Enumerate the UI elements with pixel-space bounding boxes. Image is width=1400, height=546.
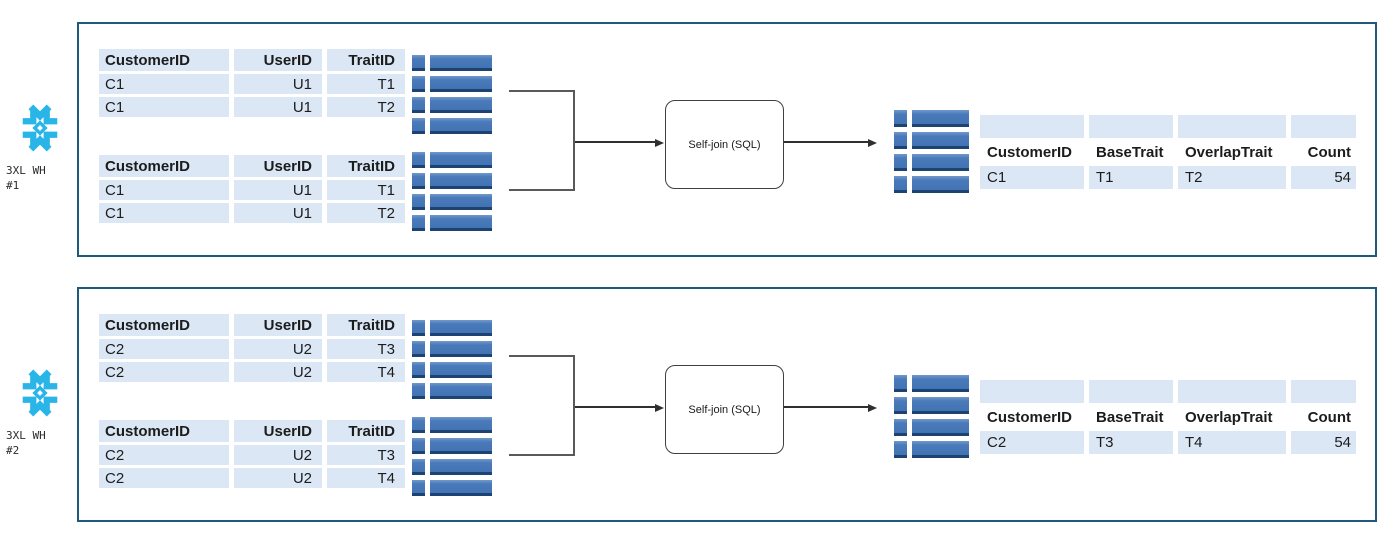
table-cell: C2 [980, 431, 1084, 454]
self-join-step: Self-join (SQL) [665, 100, 784, 189]
table-cell: C1 [99, 180, 229, 200]
right-arrow [575, 139, 664, 147]
table-rows-icon [894, 110, 969, 198]
table-rows-icon [412, 417, 492, 501]
column-header: TraitID [327, 155, 405, 177]
column-header: Count [1307, 408, 1351, 426]
column-header: UserID [234, 49, 322, 71]
warehouse-panel-1: CustomerID UserID TraitID C1 U1 T1 C1 U1… [77, 22, 1377, 257]
table-cell: C2 [99, 468, 229, 488]
warehouse-label-line2: #1 [6, 179, 20, 192]
column-header: Count [1307, 143, 1351, 161]
warehouse-label: 3XL WH #1 [6, 163, 76, 193]
table-cell: T4 [327, 468, 405, 488]
warehouse-label-line1: 3XL WH [6, 164, 46, 177]
column-header: OverlapTrait [1185, 143, 1273, 161]
table-cell: T1 [327, 74, 405, 94]
table-rows-icon [412, 55, 492, 139]
snowflake-icon [22, 369, 58, 417]
table-cell: C2 [99, 445, 229, 465]
warehouse-label-line2: #2 [6, 444, 20, 457]
column-header: BaseTrait [1096, 143, 1164, 161]
column-header: CustomerID [99, 314, 229, 336]
input-table: CustomerID UserID TraitID C2 U2 T3 C2 U2… [99, 314, 405, 382]
column-header: CustomerID [99, 155, 229, 177]
column-header: CustomerID [987, 408, 1073, 426]
empty-cell [980, 380, 1084, 403]
table-cell: T2 [327, 97, 405, 117]
result-table: CustomerID BaseTrait OverlapTrait Count … [980, 115, 1356, 189]
empty-cell [1178, 380, 1286, 403]
column-header: TraitID [327, 420, 405, 442]
column-header: UserID [234, 155, 322, 177]
column-header: UserID [234, 420, 322, 442]
warehouse-label-line1: 3XL WH [6, 429, 46, 442]
column-header: BaseTrait [1096, 408, 1164, 426]
empty-cell [980, 115, 1084, 138]
table-cell: U1 [234, 97, 322, 117]
table-cell: U2 [234, 339, 322, 359]
table-cell: C2 [99, 339, 229, 359]
column-header: TraitID [327, 49, 405, 71]
table-cell: U2 [234, 445, 322, 465]
table-cell: C1 [99, 203, 229, 223]
table-cell: 54 [1291, 166, 1356, 189]
right-arrow [575, 404, 664, 412]
table-cell: U1 [234, 74, 322, 94]
table-cell: U1 [234, 180, 322, 200]
column-header: TraitID [327, 314, 405, 336]
table-cell: T3 [327, 445, 405, 465]
input-table: CustomerID UserID TraitID C1 U1 T1 C1 U1… [99, 49, 405, 117]
column-header: OverlapTrait [1185, 408, 1273, 426]
column-header: CustomerID [99, 49, 229, 71]
table-cell: T3 [327, 339, 405, 359]
warehouse-label: 3XL WH #2 [6, 428, 76, 458]
input-table: CustomerID UserID TraitID C1 U1 T1 C1 U1… [99, 155, 405, 223]
right-arrow [784, 139, 877, 147]
table-cell: T4 [327, 362, 405, 382]
right-arrow [784, 404, 877, 412]
table-cell: T1 [327, 180, 405, 200]
table-rows-icon [412, 320, 492, 404]
empty-cell [1178, 115, 1286, 138]
empty-cell [1089, 115, 1173, 138]
merge-connector [509, 90, 575, 191]
table-rows-icon [412, 152, 492, 236]
table-cell: C1 [980, 166, 1084, 189]
column-header: UserID [234, 314, 322, 336]
table-cell: U2 [234, 468, 322, 488]
warehouse-panel-2: CustomerID UserID TraitID C2 U2 T3 C2 U2… [77, 287, 1377, 522]
table-cell: U2 [234, 362, 322, 382]
warehouse-badge-2: 3XL WH #2 [6, 369, 76, 458]
input-table: CustomerID UserID TraitID C2 U2 T3 C2 U2… [99, 420, 405, 488]
table-cell: T1 [1089, 166, 1173, 189]
table-cell: T4 [1178, 431, 1286, 454]
table-cell: 54 [1291, 431, 1356, 454]
merge-connector [509, 355, 575, 456]
table-cell: T3 [1089, 431, 1173, 454]
table-cell: U1 [234, 203, 322, 223]
table-cell: C2 [99, 362, 229, 382]
empty-cell [1089, 380, 1173, 403]
column-header: CustomerID [987, 143, 1073, 161]
table-rows-icon [894, 375, 969, 463]
self-join-step: Self-join (SQL) [665, 365, 784, 454]
result-table: CustomerID BaseTrait OverlapTrait Count … [980, 380, 1356, 454]
warehouse-badge-1: 3XL WH #1 [6, 104, 76, 193]
table-cell: T2 [327, 203, 405, 223]
table-cell: C1 [99, 74, 229, 94]
table-cell: T2 [1178, 166, 1286, 189]
empty-cell [1291, 115, 1356, 138]
snowflake-icon [22, 104, 58, 152]
empty-cell [1291, 380, 1356, 403]
column-header: CustomerID [99, 420, 229, 442]
table-cell: C1 [99, 97, 229, 117]
